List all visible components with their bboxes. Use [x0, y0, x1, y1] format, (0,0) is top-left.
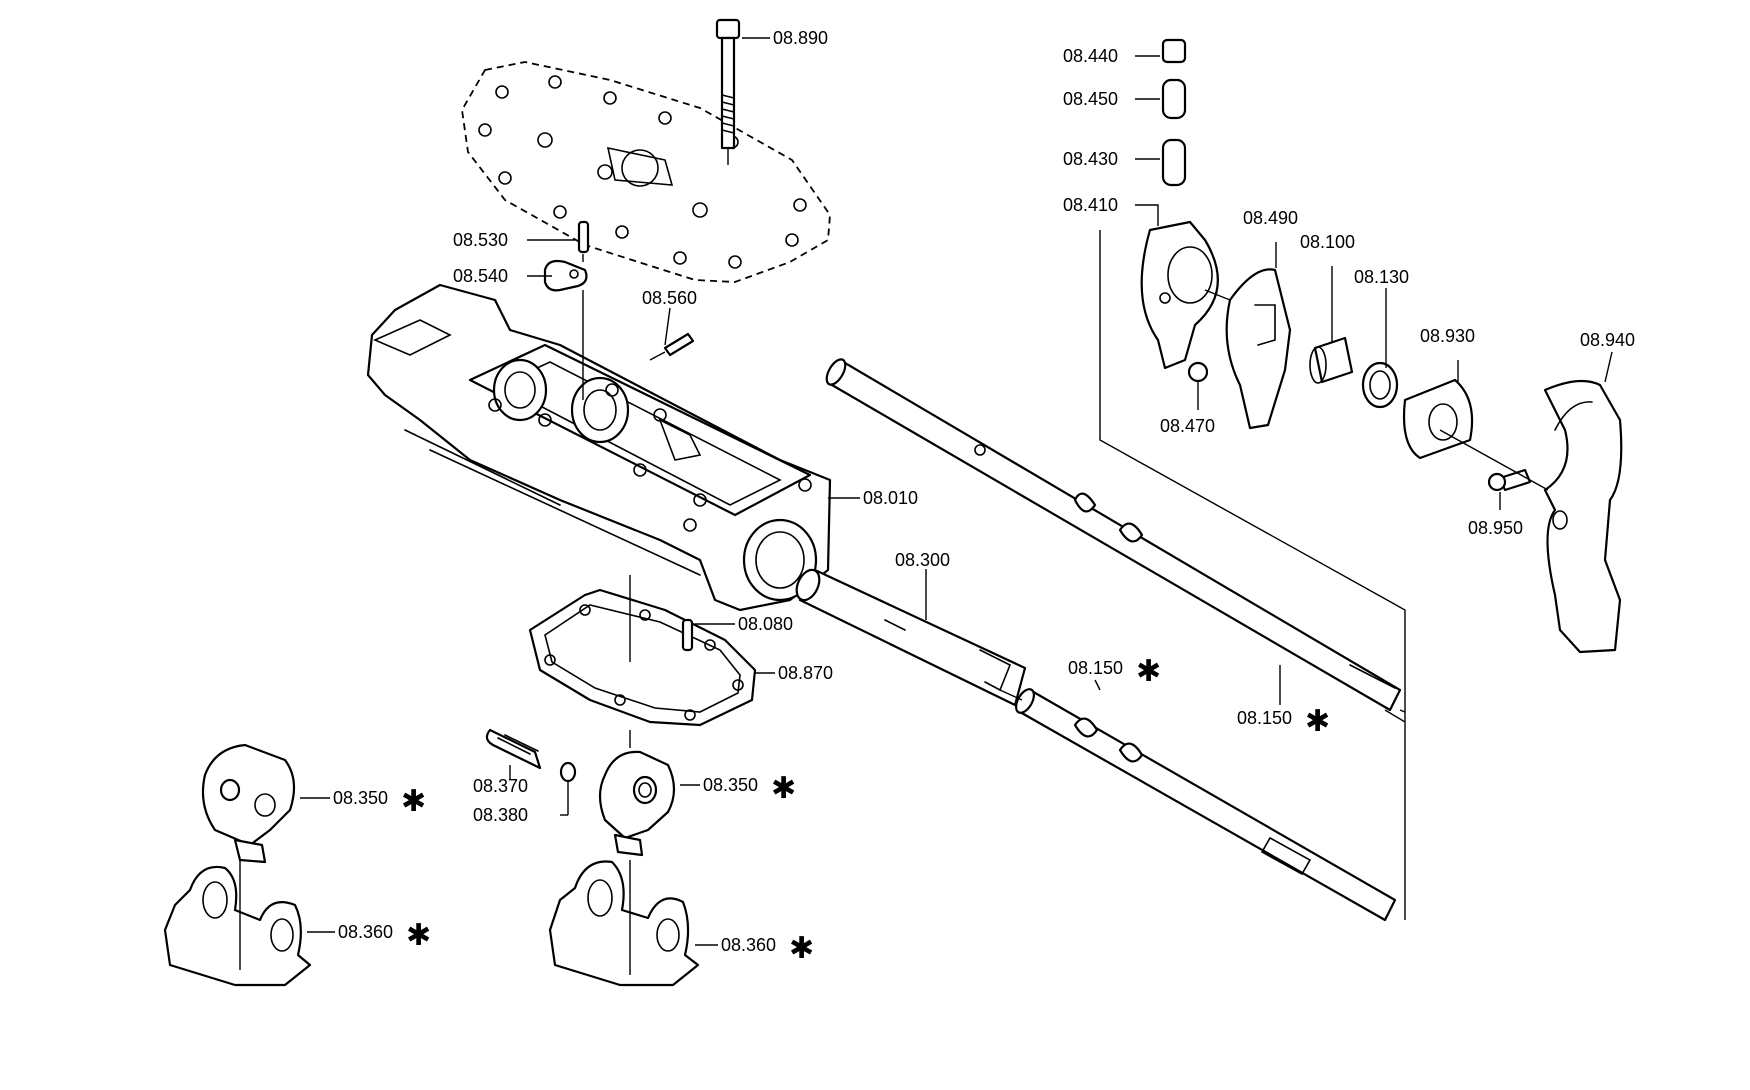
callout-08-870: 08.870: [778, 663, 833, 683]
callout-08-080: 08.080: [738, 614, 793, 634]
callout-08-360-left: 08.360: [338, 922, 393, 942]
callout-leaders: [300, 37, 1613, 946]
star-08-150-lower: ✱: [1305, 704, 1330, 739]
lower-shift-shaft: [999, 688, 1397, 922]
callout-08-380: 08.380: [473, 805, 528, 825]
callout-08-410: 08.410: [1063, 195, 1118, 215]
callout-08-440: 08.440: [1063, 46, 1118, 66]
callout-08-350-middle: 08.350: [703, 775, 758, 795]
callout-08-370: 08.370: [473, 776, 528, 796]
callout-08-300: 08.300: [895, 550, 950, 570]
callout-08-890: 08.890: [773, 28, 828, 48]
callout-08-350-left: 08.350: [333, 788, 388, 808]
callout-08-150-upper: 08.150: [1068, 658, 1123, 678]
upper-shift-shaft: [825, 358, 1406, 723]
shift-tube: [795, 568, 1027, 707]
lever-assembly: [1140, 38, 1623, 654]
callout-08-010: 08.010: [863, 488, 918, 508]
assembly-bracket: [1099, 230, 1406, 920]
callout-08-150-lower: 08.150: [1237, 708, 1292, 728]
callout-08-470: 08.470: [1160, 416, 1215, 436]
bolt-part: [715, 18, 741, 165]
callout-08-490: 08.490: [1243, 208, 1298, 228]
callout-08-930: 08.930: [1420, 326, 1475, 346]
callout-08-450: 08.450: [1063, 89, 1118, 109]
detent-block-middle: [485, 728, 700, 987]
star-08-150-upper: ✱: [1136, 654, 1161, 689]
star-08-350-middle: ✱: [771, 771, 796, 806]
pin-and-clip-parts: [543, 220, 695, 400]
callout-08-100: 08.100: [1300, 232, 1355, 252]
callout-08-540: 08.540: [453, 266, 508, 286]
main-housing: [366, 283, 832, 612]
callout-08-950: 08.950: [1468, 518, 1523, 538]
star-08-360-middle: ✱: [789, 931, 814, 966]
callout-08-430: 08.430: [1063, 149, 1118, 169]
callout-08-530: 08.530: [453, 230, 508, 250]
bottom-gasket: [528, 575, 757, 727]
callout-08-130: 08.130: [1354, 267, 1409, 287]
star-08-350-left: ✱: [401, 784, 426, 819]
callout-labels: 08.890 08.530 08.540 08.560 08.010 08.08…: [333, 28, 1635, 966]
star-08-360-left: ✱: [406, 918, 431, 953]
cover-gasket: [461, 61, 831, 283]
detent-block-left: [163, 743, 312, 987]
callout-08-560: 08.560: [642, 288, 697, 308]
callout-08-360-middle: 08.360: [721, 935, 776, 955]
callout-08-940: 08.940: [1580, 330, 1635, 350]
